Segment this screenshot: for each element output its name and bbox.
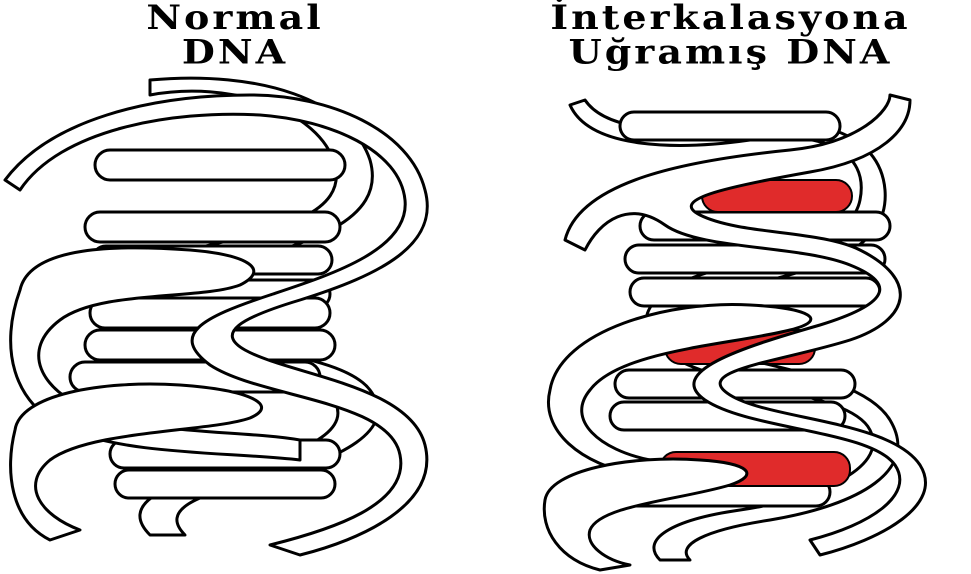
base-pair — [85, 212, 340, 242]
base-pair — [115, 470, 335, 498]
base-pair — [615, 370, 855, 398]
intercalated-dna-helix — [490, 0, 971, 574]
base-pair — [620, 112, 840, 140]
base-pair — [630, 278, 880, 306]
base-pair — [95, 150, 345, 180]
intercalated-dna-panel: İnterkalasyona Uğramış DNA — [490, 0, 971, 574]
normal-dna-helix — [0, 0, 470, 574]
normal-dna-panel: Normal DNA — [0, 0, 470, 574]
